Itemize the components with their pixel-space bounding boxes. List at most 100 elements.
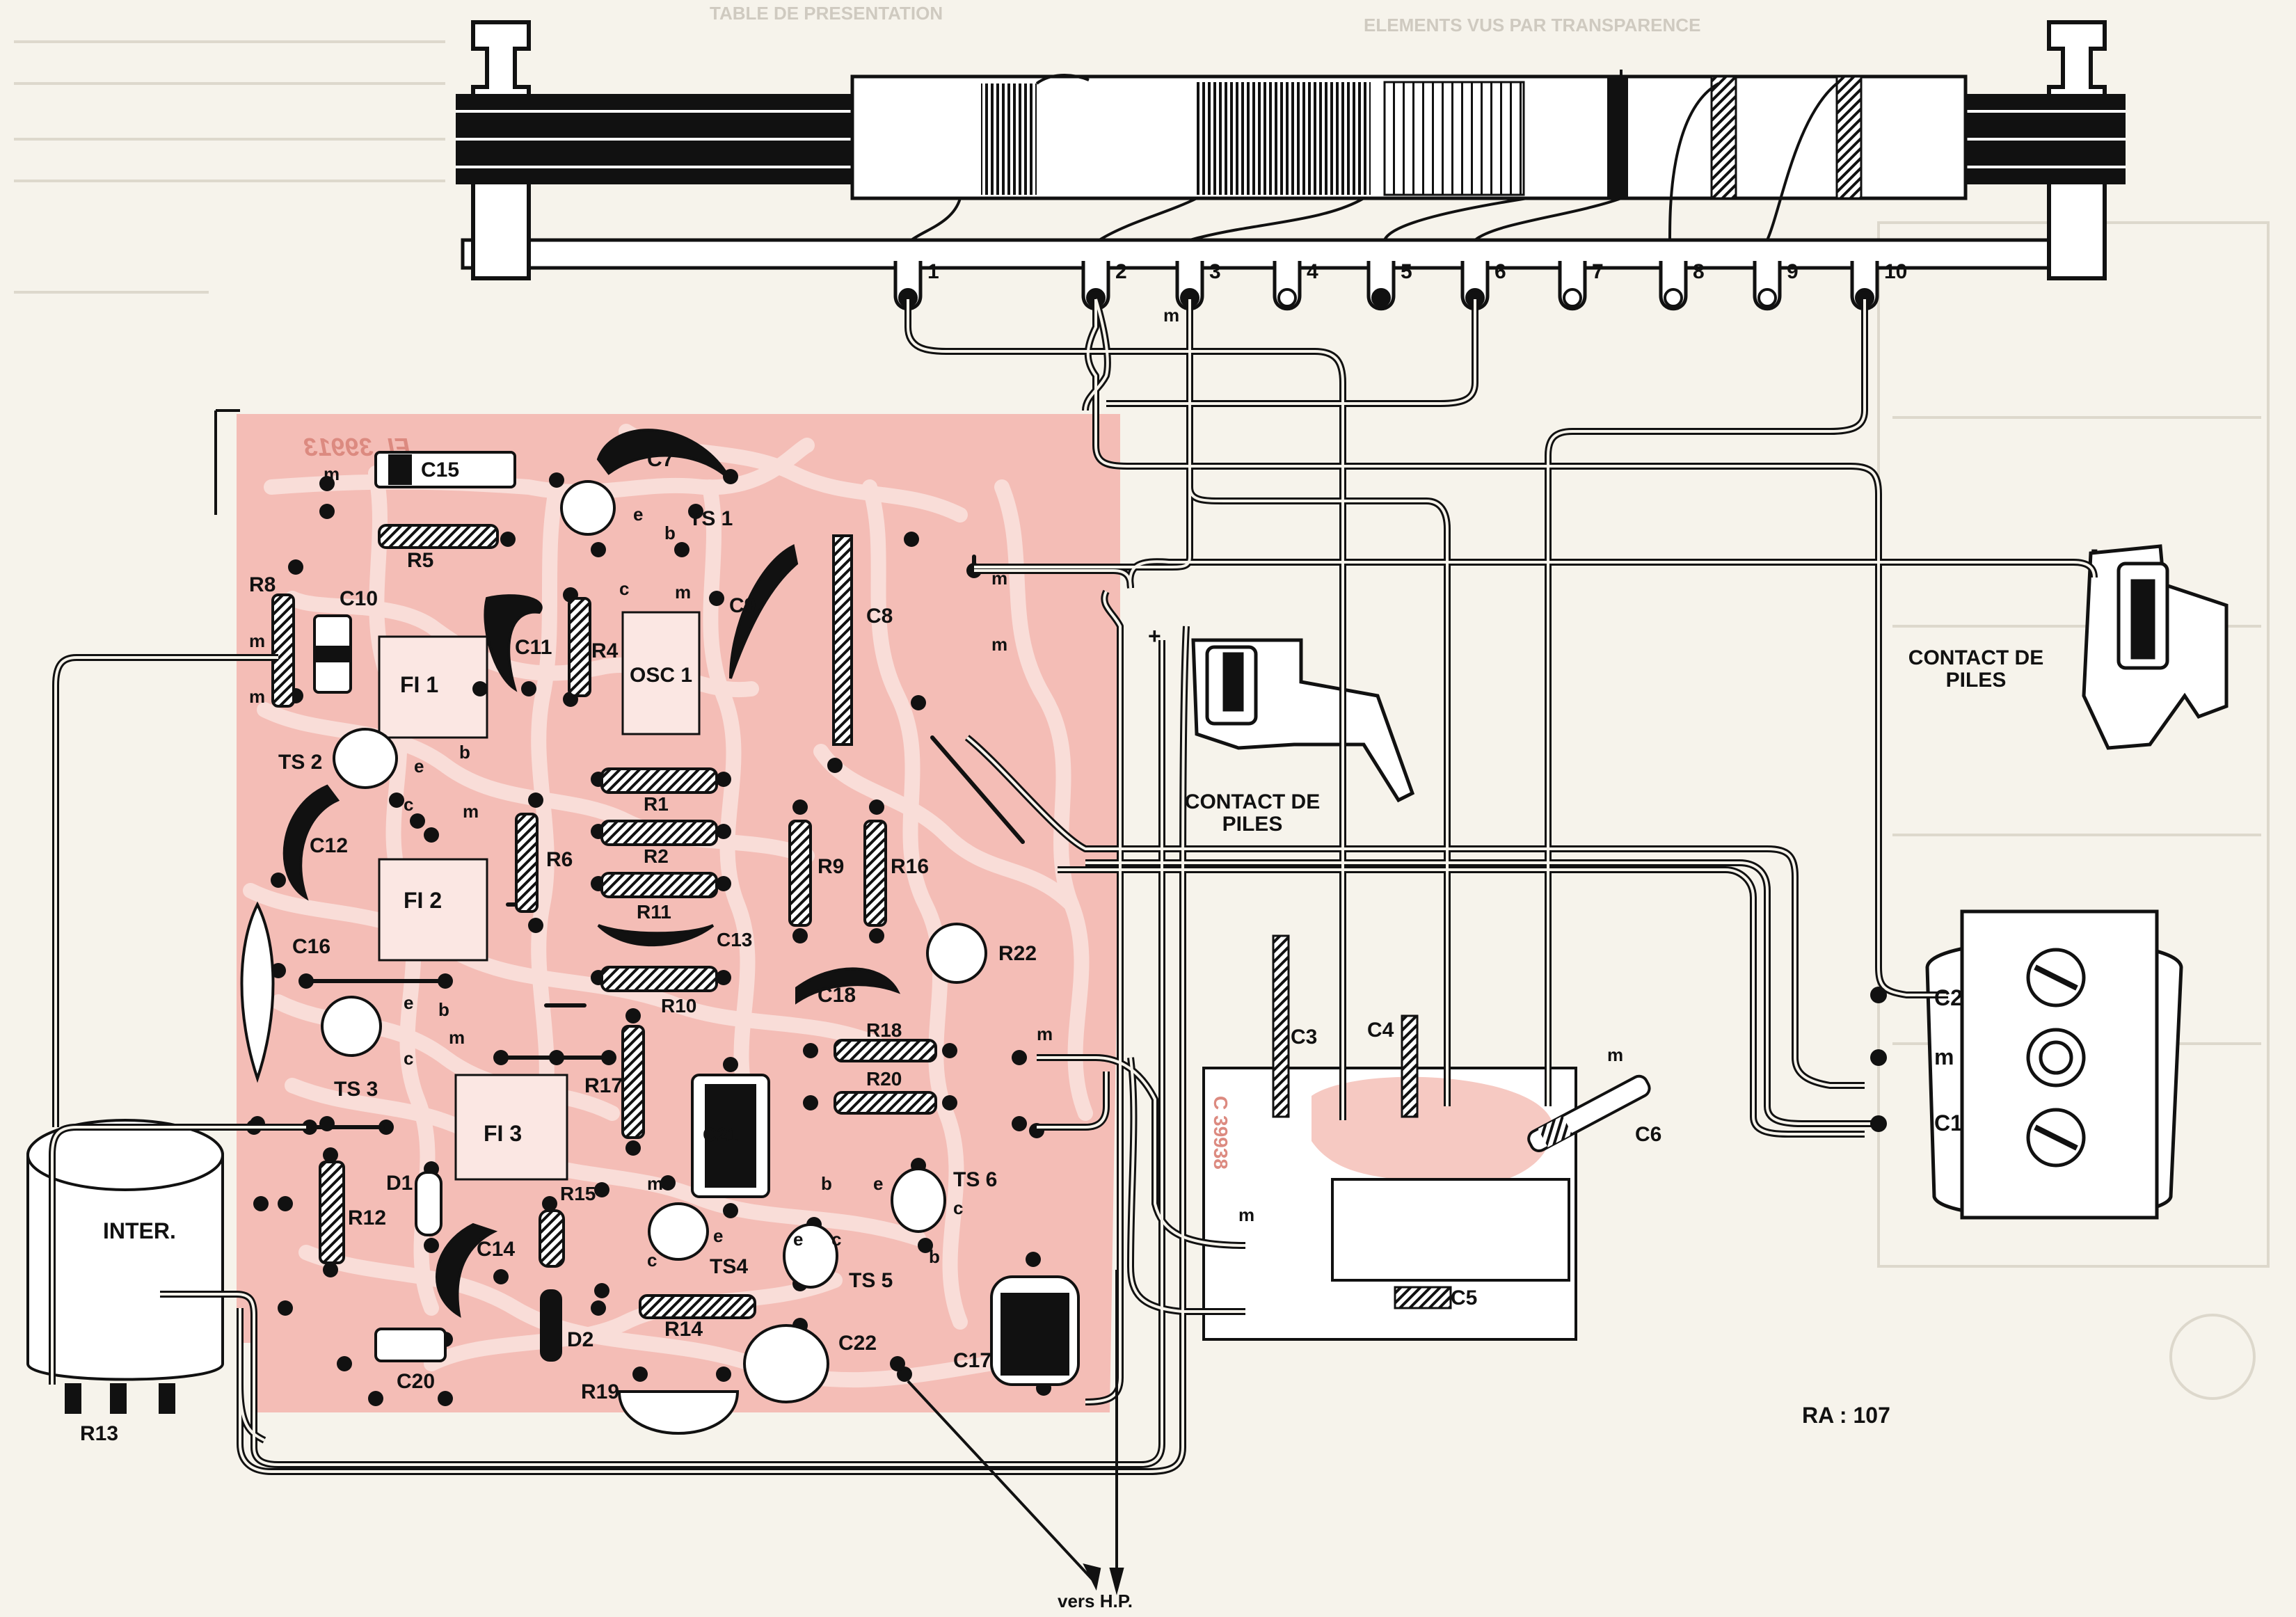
fi3-can xyxy=(454,1074,568,1181)
pin-letter: m xyxy=(449,1027,465,1048)
label-r6: R6 xyxy=(546,848,573,871)
pcb-pad xyxy=(591,1300,606,1316)
pcb-pad xyxy=(500,532,516,547)
pin-letter: m xyxy=(249,630,265,651)
pcb-pad xyxy=(716,824,731,839)
terminal-label-3: 3 xyxy=(1209,260,1221,283)
pcb-pad xyxy=(869,928,884,943)
wire-7 xyxy=(1545,299,1868,1106)
label-ts1: TS 1 xyxy=(689,507,733,530)
label-r12: R12 xyxy=(348,1206,386,1229)
label-r10: R10 xyxy=(661,995,696,1017)
pcb-pad xyxy=(723,1203,738,1218)
pcb-pad xyxy=(792,928,808,943)
pin-letter: m xyxy=(647,1173,663,1194)
r17-resistor xyxy=(621,1025,645,1139)
c7-capacitor xyxy=(596,429,732,481)
pcb-pad xyxy=(716,876,731,891)
label-fi3: FI 3 xyxy=(484,1121,522,1146)
ghost-header-left: TABLE DE PRESENTATION xyxy=(710,3,943,24)
pcb-pad xyxy=(424,1238,439,1253)
label-r2: R2 xyxy=(644,845,669,867)
pcb-pad xyxy=(911,695,926,710)
pcb-pad xyxy=(549,472,564,488)
r18-resistor xyxy=(834,1039,937,1062)
pin-letter: m xyxy=(1037,1023,1053,1044)
label-d1: D1 xyxy=(386,1172,413,1195)
terminal-label-4: 4 xyxy=(1307,260,1318,283)
pin-letter: c xyxy=(831,1229,841,1250)
label-c20: C20 xyxy=(397,1370,435,1393)
pcb-pad xyxy=(827,758,843,773)
terminal-7: 7 xyxy=(1558,260,1604,311)
c20-capacitor xyxy=(374,1328,447,1362)
label-ts2: TS 2 xyxy=(278,751,322,774)
label-c8: C8 xyxy=(866,605,893,628)
pcb-pad xyxy=(528,792,543,808)
minus-mark: - xyxy=(2091,536,2098,561)
label-c5: C5 xyxy=(1451,1287,1477,1309)
pcb-pad xyxy=(625,1008,641,1023)
label-r13: R13 xyxy=(80,1422,118,1445)
label-c16: C16 xyxy=(292,935,330,958)
pcb-pad xyxy=(271,873,286,888)
terminal-label-1: 1 xyxy=(927,260,939,283)
label-inter: INTER. xyxy=(103,1218,176,1243)
wire-13 xyxy=(1126,558,2098,589)
pcb-pad xyxy=(869,799,884,815)
c3-trimmer xyxy=(1272,934,1290,1118)
pcb-pad xyxy=(271,963,286,978)
label-r8: R8 xyxy=(249,573,276,596)
pcb-pad xyxy=(625,1140,641,1156)
label-r19: R19 xyxy=(581,1380,619,1403)
pcb-pad xyxy=(288,559,303,575)
pin-letter: e xyxy=(713,1225,723,1246)
pin-letter: m xyxy=(463,801,479,822)
label-r1: R1 xyxy=(644,793,669,815)
pcb-pad xyxy=(904,532,919,547)
ts6-transistor xyxy=(891,1168,946,1233)
battery-contact-right xyxy=(2082,544,2229,750)
pcb-pad xyxy=(323,1262,338,1277)
pin-letter: c xyxy=(404,794,413,815)
label-c9: C9 xyxy=(729,594,756,617)
pin-letter: b xyxy=(664,523,676,543)
terminal-label-10: 10 xyxy=(1884,260,1907,283)
pcb-pad xyxy=(716,970,731,985)
label-c11: C11 xyxy=(515,636,552,659)
r6-resistor xyxy=(515,813,539,913)
label-c14: C14 xyxy=(477,1238,515,1261)
pcb-pad xyxy=(542,1196,557,1211)
label-ts3: TS 3 xyxy=(334,1078,378,1101)
pcb-pad xyxy=(389,792,404,808)
terminal-3: 3 xyxy=(1175,260,1221,311)
cv-board: C 39938 xyxy=(1202,934,1651,1341)
pcb-pad xyxy=(323,1147,338,1163)
pin-letter: m xyxy=(1238,1204,1254,1225)
osc-coil xyxy=(1383,81,1525,196)
label-d2: D2 xyxy=(567,1328,593,1351)
label-r11: R11 xyxy=(637,901,671,923)
pcb-pad xyxy=(632,1367,648,1382)
pin-letter: c xyxy=(953,1197,963,1218)
label-r4: R4 xyxy=(591,639,619,662)
label-fi1: FI 1 xyxy=(400,672,438,697)
terminal-4: 4 xyxy=(1273,260,1318,311)
label-r14: R14 xyxy=(664,1318,703,1341)
r14-resistor xyxy=(639,1294,756,1319)
variable-capacitor xyxy=(1925,909,2183,1220)
mw-coil xyxy=(1197,82,1371,195)
pcb-pad xyxy=(472,681,488,696)
d2-diode xyxy=(540,1289,562,1362)
c11-capacitor xyxy=(484,594,543,692)
pcb-pad xyxy=(1012,1116,1027,1131)
ra-label: RA : 107 xyxy=(1802,1403,1890,1428)
pcb-pad xyxy=(594,1182,609,1197)
label-ts6: TS 6 xyxy=(953,1168,997,1191)
label-c21: C21 xyxy=(703,1124,738,1145)
r9-resistor xyxy=(788,820,812,927)
pcb-pad xyxy=(792,799,808,815)
label-ts5: TS 5 xyxy=(849,1269,893,1292)
battery-contact-left xyxy=(1191,638,1415,803)
pin-letter: b xyxy=(821,1173,832,1194)
